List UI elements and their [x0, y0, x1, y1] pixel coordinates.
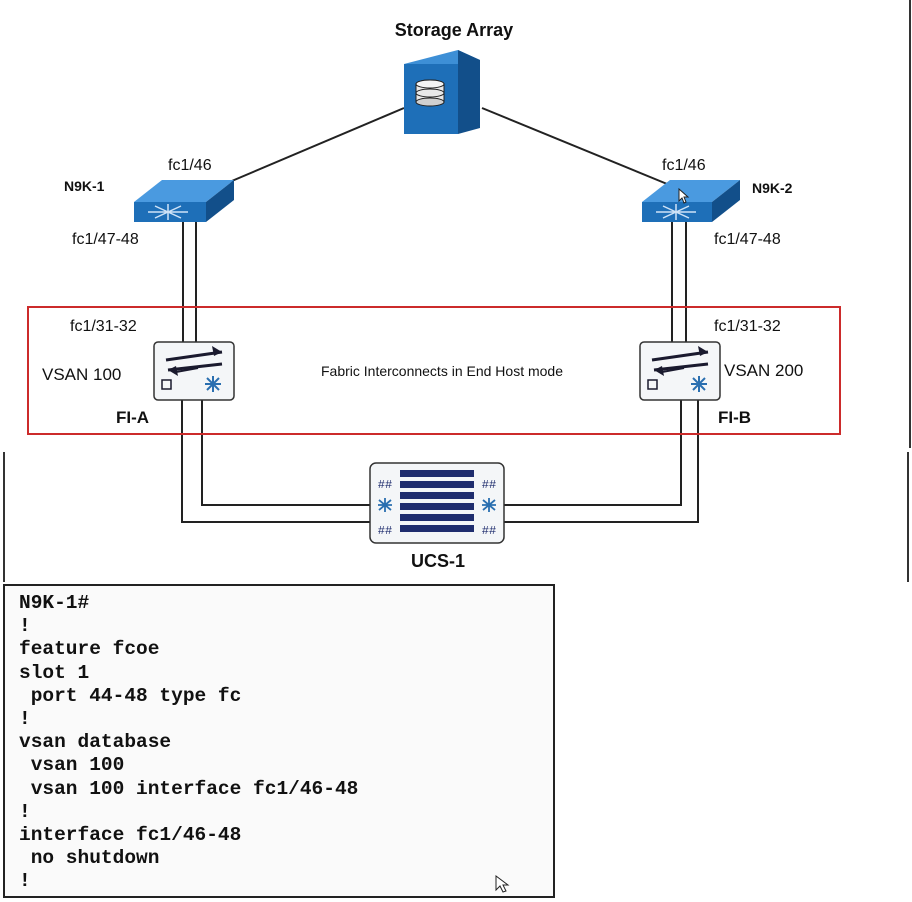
svg-text:##: ##	[378, 478, 392, 492]
config-line: feature fcoe	[19, 638, 160, 661]
link-fib-ucs-2	[504, 400, 699, 523]
link-storage-n9k1	[219, 107, 405, 187]
config-line: !	[19, 615, 31, 638]
ucs-chassis-icon: ## ## ## ##	[369, 462, 505, 544]
storage-array-label: Storage Array	[395, 20, 513, 40]
link-fia-ucs-1	[181, 400, 372, 523]
ucs-label: UCS-1	[411, 551, 465, 571]
n9k2-port-top-label: fc1/46	[662, 157, 706, 174]
fib-port-label: fc1/31-32	[714, 318, 781, 335]
fia-label: FI-A	[116, 408, 149, 427]
config-line: !	[19, 708, 31, 731]
storage-array-icon	[404, 50, 480, 134]
n9k2-label: N9K-2	[752, 180, 793, 196]
n9k1-port-top-label: fc1/46	[168, 157, 212, 174]
link-fib-ucs-1	[504, 400, 682, 506]
svg-text:##: ##	[482, 524, 496, 538]
fia-vsan-label: VSAN 100	[42, 365, 121, 384]
config-line: slot 1	[19, 661, 90, 684]
config-line: !	[19, 870, 31, 893]
n9k1-label: N9K-1	[64, 178, 105, 194]
fia-port-label: fc1/31-32	[70, 318, 137, 335]
fib-vsan-label: VSAN 200	[724, 361, 803, 380]
config-line: vsan 100 interface fc1/46-48	[19, 777, 359, 800]
config-line: interface fc1/46-48	[19, 824, 242, 847]
fi-mode-label: Fabric Interconnects in End Host mode	[321, 363, 563, 379]
fia-fabric-interconnect-icon	[153, 341, 235, 401]
fib-fabric-interconnect-icon	[639, 341, 721, 401]
config-line: port 44-48 type fc	[19, 684, 242, 707]
link-storage-n9k2	[481, 107, 673, 187]
fi-end-host-box	[27, 306, 841, 435]
link-fia-ucs-2	[201, 400, 372, 506]
config-line: vsan 100	[19, 754, 125, 777]
fib-label: FI-B	[718, 408, 751, 427]
svg-text:##: ##	[378, 524, 392, 538]
n9k2-switch-icon	[642, 180, 740, 222]
n9k2-port-down-label: fc1/47-48	[714, 231, 781, 248]
n9k1-config-panel: N9K-1# ! feature fcoe slot 1 port 44-48 …	[3, 584, 555, 898]
n9k1-port-down-label: fc1/47-48	[72, 231, 139, 248]
config-line: vsan database	[19, 731, 172, 754]
svg-text:##: ##	[482, 478, 496, 492]
config-line: !	[19, 800, 31, 823]
config-line: N9K-1#	[19, 592, 90, 614]
config-line: no shutdown	[19, 847, 160, 870]
n9k1-switch-icon	[134, 180, 234, 222]
